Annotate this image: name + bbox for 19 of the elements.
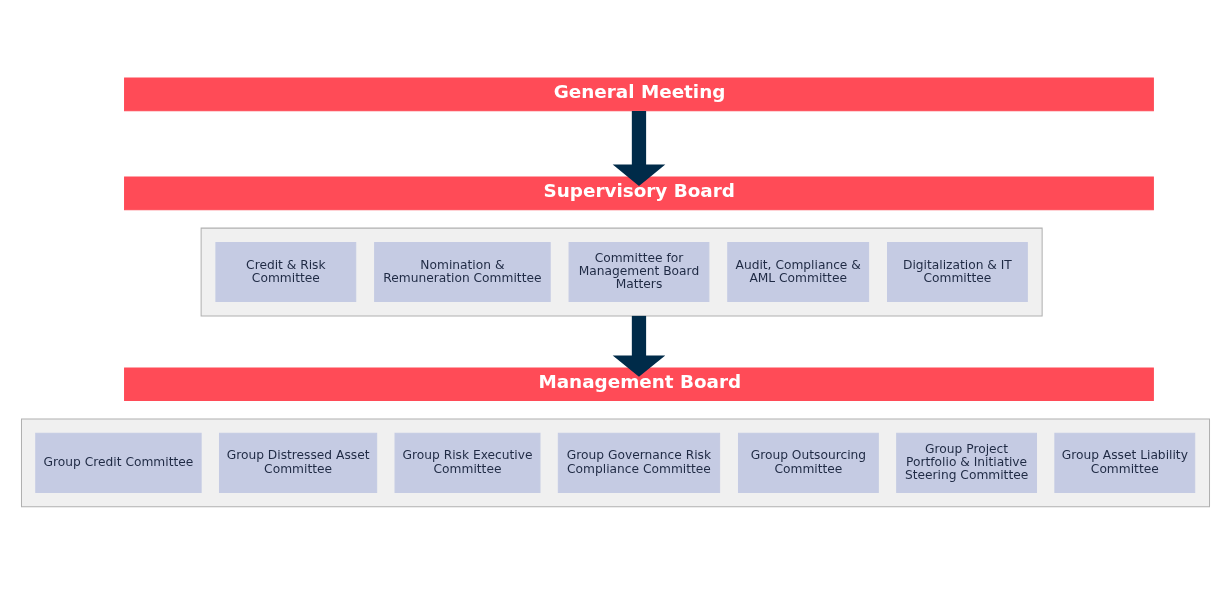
node-box: Supervisory Board — [124, 176, 1154, 210]
node-box: Management Board — [124, 366, 1154, 401]
node-box: Group Credit Committee — [35, 432, 202, 493]
node-box: General Meeting — [124, 77, 1154, 111]
node-box: Group Project Portfolio & Initiative Steering Committee — [896, 432, 1037, 493]
cluster — [20, 417, 1210, 507]
arrow — [612, 110, 666, 186]
node-box: Group Distressed Asset Committee — [219, 432, 378, 493]
node-box: Group Governance Risk Compliance Committee — [557, 432, 721, 493]
node-box: Credit & Risk Committee — [215, 241, 357, 302]
node-box: Committee for Management Board Matters — [568, 241, 710, 302]
node-box: Audit, Compliance & AML Committee — [727, 241, 870, 302]
node-box: Group Risk Executive Committee — [394, 432, 541, 493]
node-box: Group Asset Liability Committee — [1054, 432, 1196, 493]
node-box: Digitalization & IT Committee — [887, 241, 1028, 302]
arrow — [612, 315, 666, 377]
cluster — [200, 227, 1043, 316]
node-box: Nomination & Remuneration Committee — [374, 241, 551, 302]
node-box: Group Outsourcing Committee — [738, 432, 879, 493]
